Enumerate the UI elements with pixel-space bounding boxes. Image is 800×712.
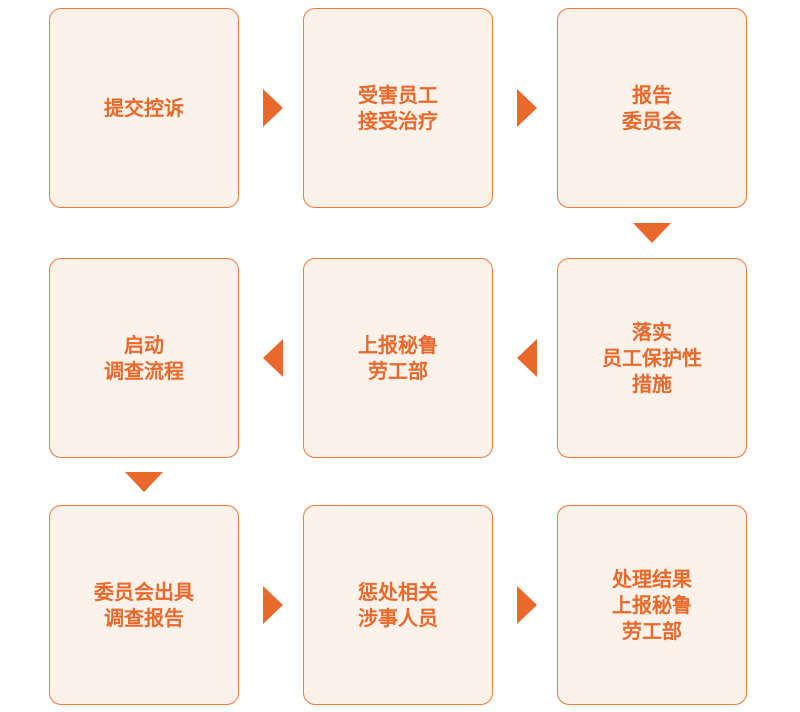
step-box-report-results: 处理结果 上报秘鲁 劳工部 (557, 505, 747, 705)
arrow-down-icon (125, 472, 163, 492)
step-label: 提交控诉 (104, 96, 184, 120)
step-label: 受害员工 接受治疗 (358, 83, 438, 133)
step-box-investigation-report: 委员会出具 调查报告 (49, 505, 239, 705)
arrow-right-icon (263, 89, 283, 127)
step-label: 处理结果 上报秘鲁 劳工部 (612, 567, 692, 643)
step-label: 惩处相关 涉事人员 (358, 580, 438, 630)
step-label: 启动 调查流程 (104, 333, 184, 383)
arrow-down-icon (633, 223, 671, 243)
step-box-protective-measures: 落实 员工保护性 措施 (557, 258, 747, 458)
arrow-right-icon (517, 89, 537, 127)
step-label: 上报秘鲁 劳工部 (358, 333, 438, 383)
step-label: 报告 委员会 (622, 83, 682, 133)
step-label: 落实 员工保护性 措施 (602, 320, 702, 396)
step-box-punish-personnel: 惩处相关 涉事人员 (303, 505, 493, 705)
step-box-report-committee: 报告 委员会 (557, 8, 747, 208)
arrow-left-icon (517, 339, 537, 377)
arrow-right-icon (263, 586, 283, 624)
step-box-start-investigation: 启动 调查流程 (49, 258, 239, 458)
step-box-employee-treatment: 受害员工 接受治疗 (303, 8, 493, 208)
step-label: 委员会出具 调查报告 (94, 580, 194, 630)
arrow-left-icon (263, 339, 283, 377)
arrow-right-icon (517, 586, 537, 624)
step-box-submit-complaint: 提交控诉 (49, 8, 239, 208)
step-box-report-labor-ministry: 上报秘鲁 劳工部 (303, 258, 493, 458)
